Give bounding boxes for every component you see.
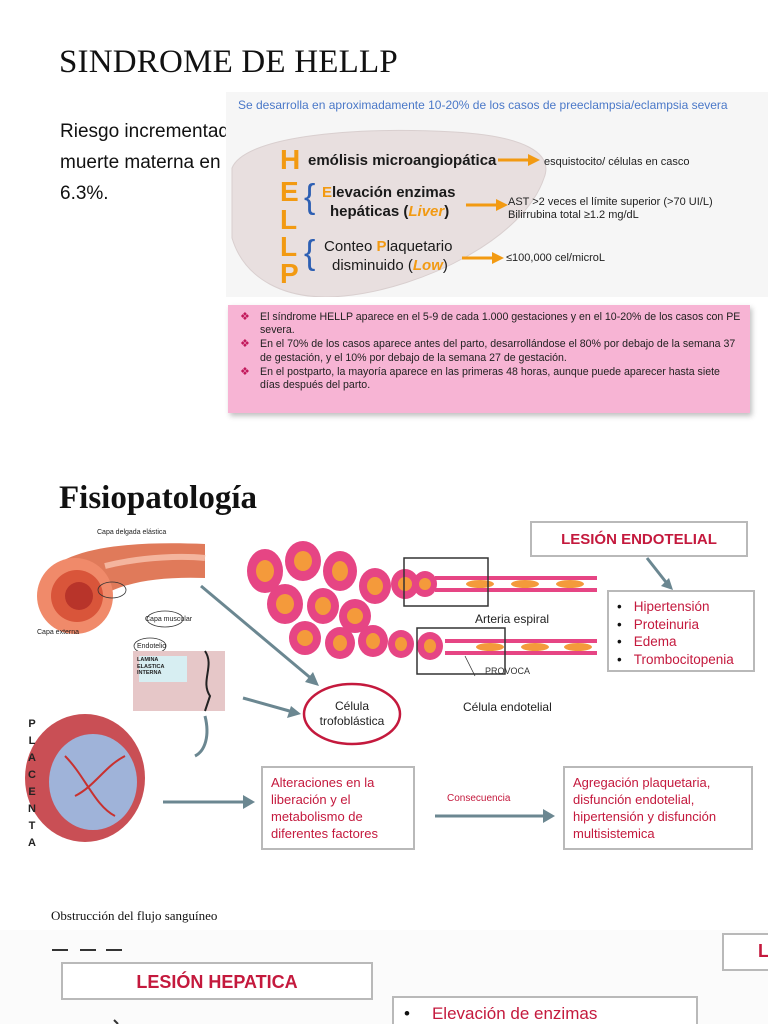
arrow-right-icon	[462, 252, 504, 264]
risk-text: Riesgo incrementado de muerte materna en…	[60, 121, 266, 204]
lesion-hepatica-title: LESIÓN HEPATICA	[136, 972, 298, 992]
arrow-right-icon	[466, 199, 508, 211]
hemolisis-result: esquistocito/ células en casco	[544, 156, 690, 168]
elevacion-box: •Elevación de enzimas	[392, 996, 698, 1024]
partial-box: L	[722, 933, 768, 971]
agregacion-box: Agregación plaquetaria,disfunción endote…	[563, 766, 753, 850]
enzimas-result-2: Bilirrubina total ≥1.2 mg/dL	[508, 209, 639, 221]
hellp-letter: L	[280, 231, 298, 262]
enzimas-result-1: AST >2 veces el límite superior (>70 UI/…	[508, 196, 713, 208]
note-item: ❖En el postparto, la mayoría aparece en …	[240, 365, 720, 392]
fisiopatologia-figure: Capa delgada elástica Capa muscular Endo…	[5, 516, 767, 859]
lesion-endotelial-title: LESIÓN ENDOTELIAL	[561, 531, 717, 548]
artery-label: Capa externa	[37, 629, 80, 636]
page-title: SINDROME DE HELLP	[59, 44, 398, 80]
plaquetario-result: ≤100,000 cel/microL	[506, 252, 605, 264]
enzimas-line2: hepáticas (Liver)	[330, 203, 450, 220]
diamond-bullet-icon: ❖	[240, 365, 250, 378]
diamond-bullet-icon: ❖	[240, 311, 250, 323]
artery-label: Capa delgada elástica	[97, 529, 167, 536]
note-item: ❖El síndrome HELLP aparece en el 5-9 de …	[240, 311, 741, 337]
partial-box-letter: L	[758, 941, 768, 961]
plaquetario-line2: disminuido (Low)	[332, 257, 448, 274]
effects-list: •Hipertensión •Proteinuria •Edema •Tromb…	[617, 598, 734, 668]
pathophysiology-diagram	[25, 541, 673, 842]
effect-item: •Trombocitopenia	[617, 651, 734, 667]
hellp-letter: P	[280, 258, 299, 289]
note-item: ❖En el 70% de los casos aparece antes de…	[240, 338, 736, 364]
section-title: Fisiopatología	[59, 480, 258, 516]
lesion-hepatica-figure: LESIÓN HEPATICA L •Elevación de enzimas	[0, 930, 768, 1024]
effects-box: •Hipertensión •Proteinuria •Edema •Tromb…	[607, 590, 755, 672]
lesion-hepatica-box: LESIÓN HEPATICA	[61, 962, 373, 1000]
trophoblast-cells	[247, 541, 443, 660]
brace-icon: {	[304, 234, 316, 272]
effect-item: •Proteinuria	[617, 616, 700, 632]
plaquetario-line1: Conteo Plaquetario	[324, 238, 453, 255]
effect-item: •Hipertensión	[617, 599, 710, 614]
celula-endotelial-label: Célula endotelial	[463, 700, 552, 714]
consecuencia-label: Consecuencia	[447, 793, 511, 804]
brace-icon: {	[304, 178, 316, 216]
artery-label: Capa muscular	[145, 616, 193, 623]
lesion-endotelial-box: LESIÓN ENDOTELIAL	[530, 521, 748, 557]
arrow-right-icon	[498, 154, 540, 166]
agregacion-text: Agregación plaquetaria,disfunción endote…	[573, 775, 717, 841]
hellp-notes: ❖El síndrome HELLP aparece en el 5-9 de …	[228, 305, 750, 413]
hellp-letter: L	[280, 204, 298, 235]
hemolisis-text: emólisis microangiopática	[308, 152, 497, 169]
effect-item: •Edema	[617, 634, 677, 649]
artery-illustration	[37, 543, 206, 634]
hellp-letter: E	[280, 176, 299, 207]
dash-line-icon	[52, 949, 122, 1024]
liver-icon	[231, 130, 547, 297]
hellp-letter: H	[280, 144, 301, 175]
artery-label: Endotelio	[137, 643, 167, 650]
hellp-header: Se desarrolla en aproximadamente 10-20% …	[238, 98, 728, 112]
arteria-label: Arteria espiral	[475, 612, 550, 626]
enzimas-line1: Elevación enzimas	[322, 184, 456, 201]
figure-caption: Obstrucción del flujo sanguíneo	[51, 908, 218, 923]
elevacion-item: •Elevación de enzimas	[404, 1004, 598, 1023]
hellp-panel: Se desarrolla en aproximadamente 10-20% …	[226, 92, 768, 297]
provoca-label: PROVOCA	[485, 666, 531, 676]
diamond-bullet-icon: ❖	[240, 338, 250, 351]
